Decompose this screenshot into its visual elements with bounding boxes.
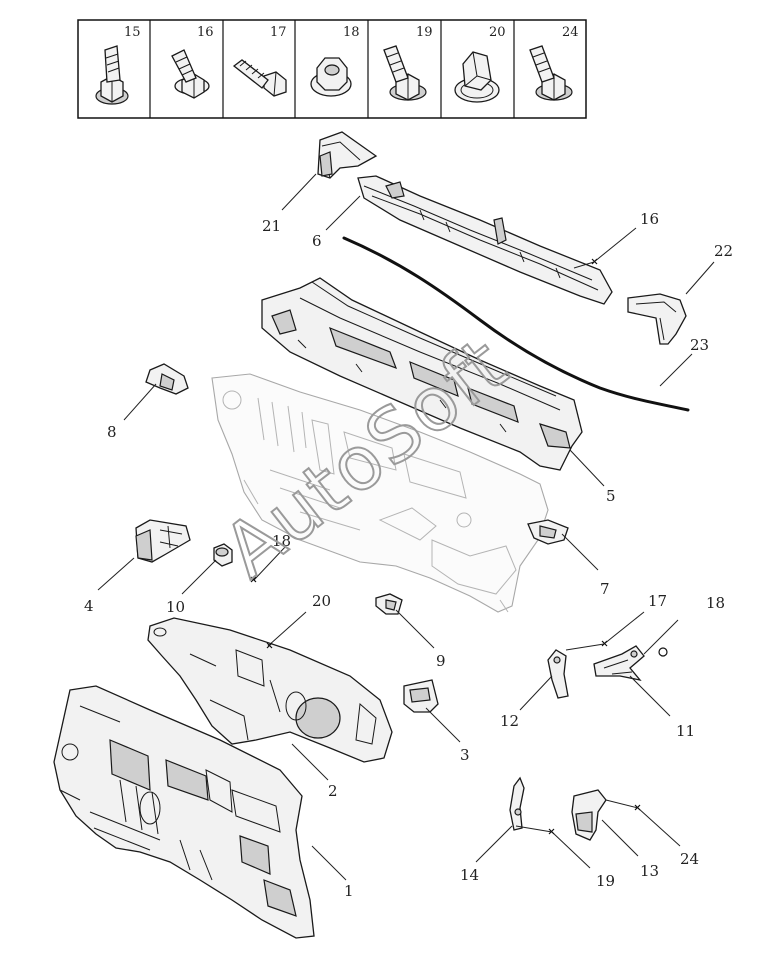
part-12-bracket [547,649,569,699]
part-11-bracket [593,645,645,681]
callout-23: 23 [690,336,709,354]
callout-14: 14 [460,866,479,884]
part-9-clip [375,593,403,615]
callout-9: 9 [436,652,446,670]
part-1-dash-insulator [53,685,315,939]
part-4-bracket [135,519,191,563]
fastener-number: 16 [197,25,214,40]
fastener-number: 19 [416,25,433,40]
callout-12: 12 [500,712,519,730]
flange-bolt-with-washer-icon [383,45,427,101]
fastener-number: 24 [562,25,579,40]
part-7-bracket [527,519,569,545]
fastener-markers [250,258,641,835]
part-2-insulator [147,617,393,763]
part-8-bracket [145,363,189,395]
callout-18: 18 [272,532,291,550]
fastener-number: 18 [343,25,360,40]
callout-1: 1 [344,882,354,900]
callout-19: 19 [596,872,615,890]
part-5-cowl-lower-panel [261,277,583,471]
callout-13: 13 [640,862,659,880]
callout-7: 7 [600,580,610,598]
callout-24: 24 [680,850,699,868]
clip-nut-icon [454,51,500,103]
callout-21: 21 [262,217,281,235]
fastener-marker-circle [658,647,668,657]
part-21-end-cap [317,131,378,179]
part-10-clip [213,543,233,567]
hex-bolt-icon [232,59,287,97]
part-22-end-cap [627,293,687,345]
callout-20: 20 [312,592,331,610]
callout-4: 4 [84,597,94,615]
callout-5: 5 [606,487,616,505]
callout-6: 6 [312,232,322,250]
part-23-seal-strip [342,236,690,412]
callout-17: 17 [648,592,667,610]
callout-22: 22 [714,242,733,260]
fastener-number: 17 [270,25,287,40]
callout-labels: 21 6 16 22 23 5 8 4 10 18 7 9 20 17 18 1… [84,210,733,900]
dash-panel-outline [211,373,549,613]
callout-16: 16 [640,210,659,228]
flange-nut-icon [310,57,352,97]
flange-bolt-with-washer-icon [95,45,129,105]
callout-2: 2 [328,782,338,800]
fastener-box: 15 16 17 18 19 20 24 [77,19,587,119]
callout-3: 3 [460,746,470,764]
callout-18: 18 [706,594,725,612]
part-13-bracket [571,789,607,841]
part-6-cowl-top-panel [357,175,613,305]
callout-8: 8 [107,423,117,441]
fastener-number: 15 [124,25,141,40]
fastener-number: 20 [489,25,506,40]
part-3-bracket [403,679,439,713]
callout-11: 11 [676,722,695,740]
leader-lines [97,173,715,881]
flange-bolt-with-washer-icon [529,45,573,101]
part-14-bracket [509,776,525,831]
callout-10: 10 [166,598,185,616]
flange-bolt-icon [171,49,210,99]
